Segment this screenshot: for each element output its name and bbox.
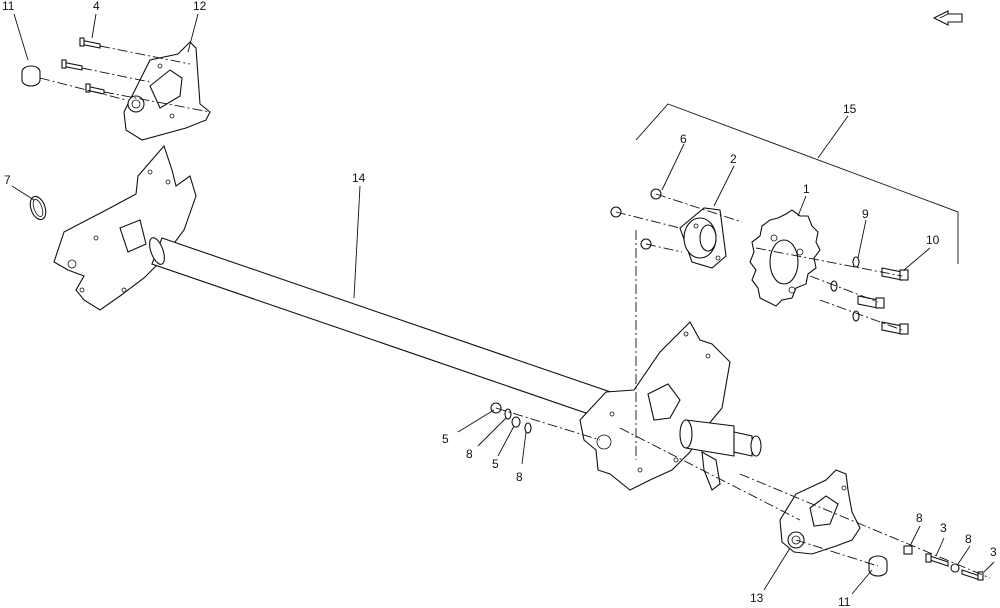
bolts-4-top [61, 37, 105, 95]
callout-3-a: 3 [940, 521, 947, 535]
upper-left-bracket-12 [123, 41, 211, 141]
nuts-left-of-hub [610, 206, 652, 250]
callout-14: 14 [352, 171, 366, 185]
callout-5-a: 5 [442, 432, 449, 446]
main-shaft-14 [149, 237, 629, 425]
callout-15: 15 [843, 102, 857, 116]
callout-3-b: 3 [990, 545, 997, 559]
callout-7: 7 [4, 173, 11, 187]
bushing-11-top [21, 65, 41, 87]
callout-11-bottom: 11 [838, 595, 851, 608]
bolts-3-bottom [903, 545, 984, 581]
snap-ring-7 [29, 195, 47, 221]
hub-2 [679, 207, 727, 269]
callout-11-top: 11 [2, 0, 15, 13]
stub-shaft [679, 419, 762, 491]
callout-4: 4 [93, 0, 100, 13]
bracket-15-leader [635, 103, 959, 264]
return-arrow-icon[interactable] [932, 10, 963, 26]
callout-1: 1 [803, 182, 810, 196]
callout-8-a: 8 [466, 447, 473, 461]
bushing-11-bottom [868, 555, 888, 577]
leader-lines [11, 13, 995, 595]
callout-5-b: 5 [492, 457, 499, 471]
callout-10: 10 [926, 233, 940, 247]
callout-12: 12 [193, 0, 207, 13]
left-side-plate [53, 144, 197, 311]
callout-2: 2 [730, 152, 737, 166]
sprocket-1 [749, 209, 821, 307]
lock-washers-9 [830, 256, 860, 322]
callout-8-d: 8 [965, 532, 972, 546]
callout-6: 6 [680, 132, 687, 146]
nuts-washers-5-8 [490, 402, 532, 434]
bolts-10 [857, 267, 909, 335]
callout-8-b: 8 [516, 470, 523, 484]
callout-13: 13 [750, 591, 764, 605]
callout-9: 9 [862, 207, 869, 221]
callout-8-c: 8 [916, 511, 923, 525]
lower-right-bracket-13 [779, 469, 861, 555]
